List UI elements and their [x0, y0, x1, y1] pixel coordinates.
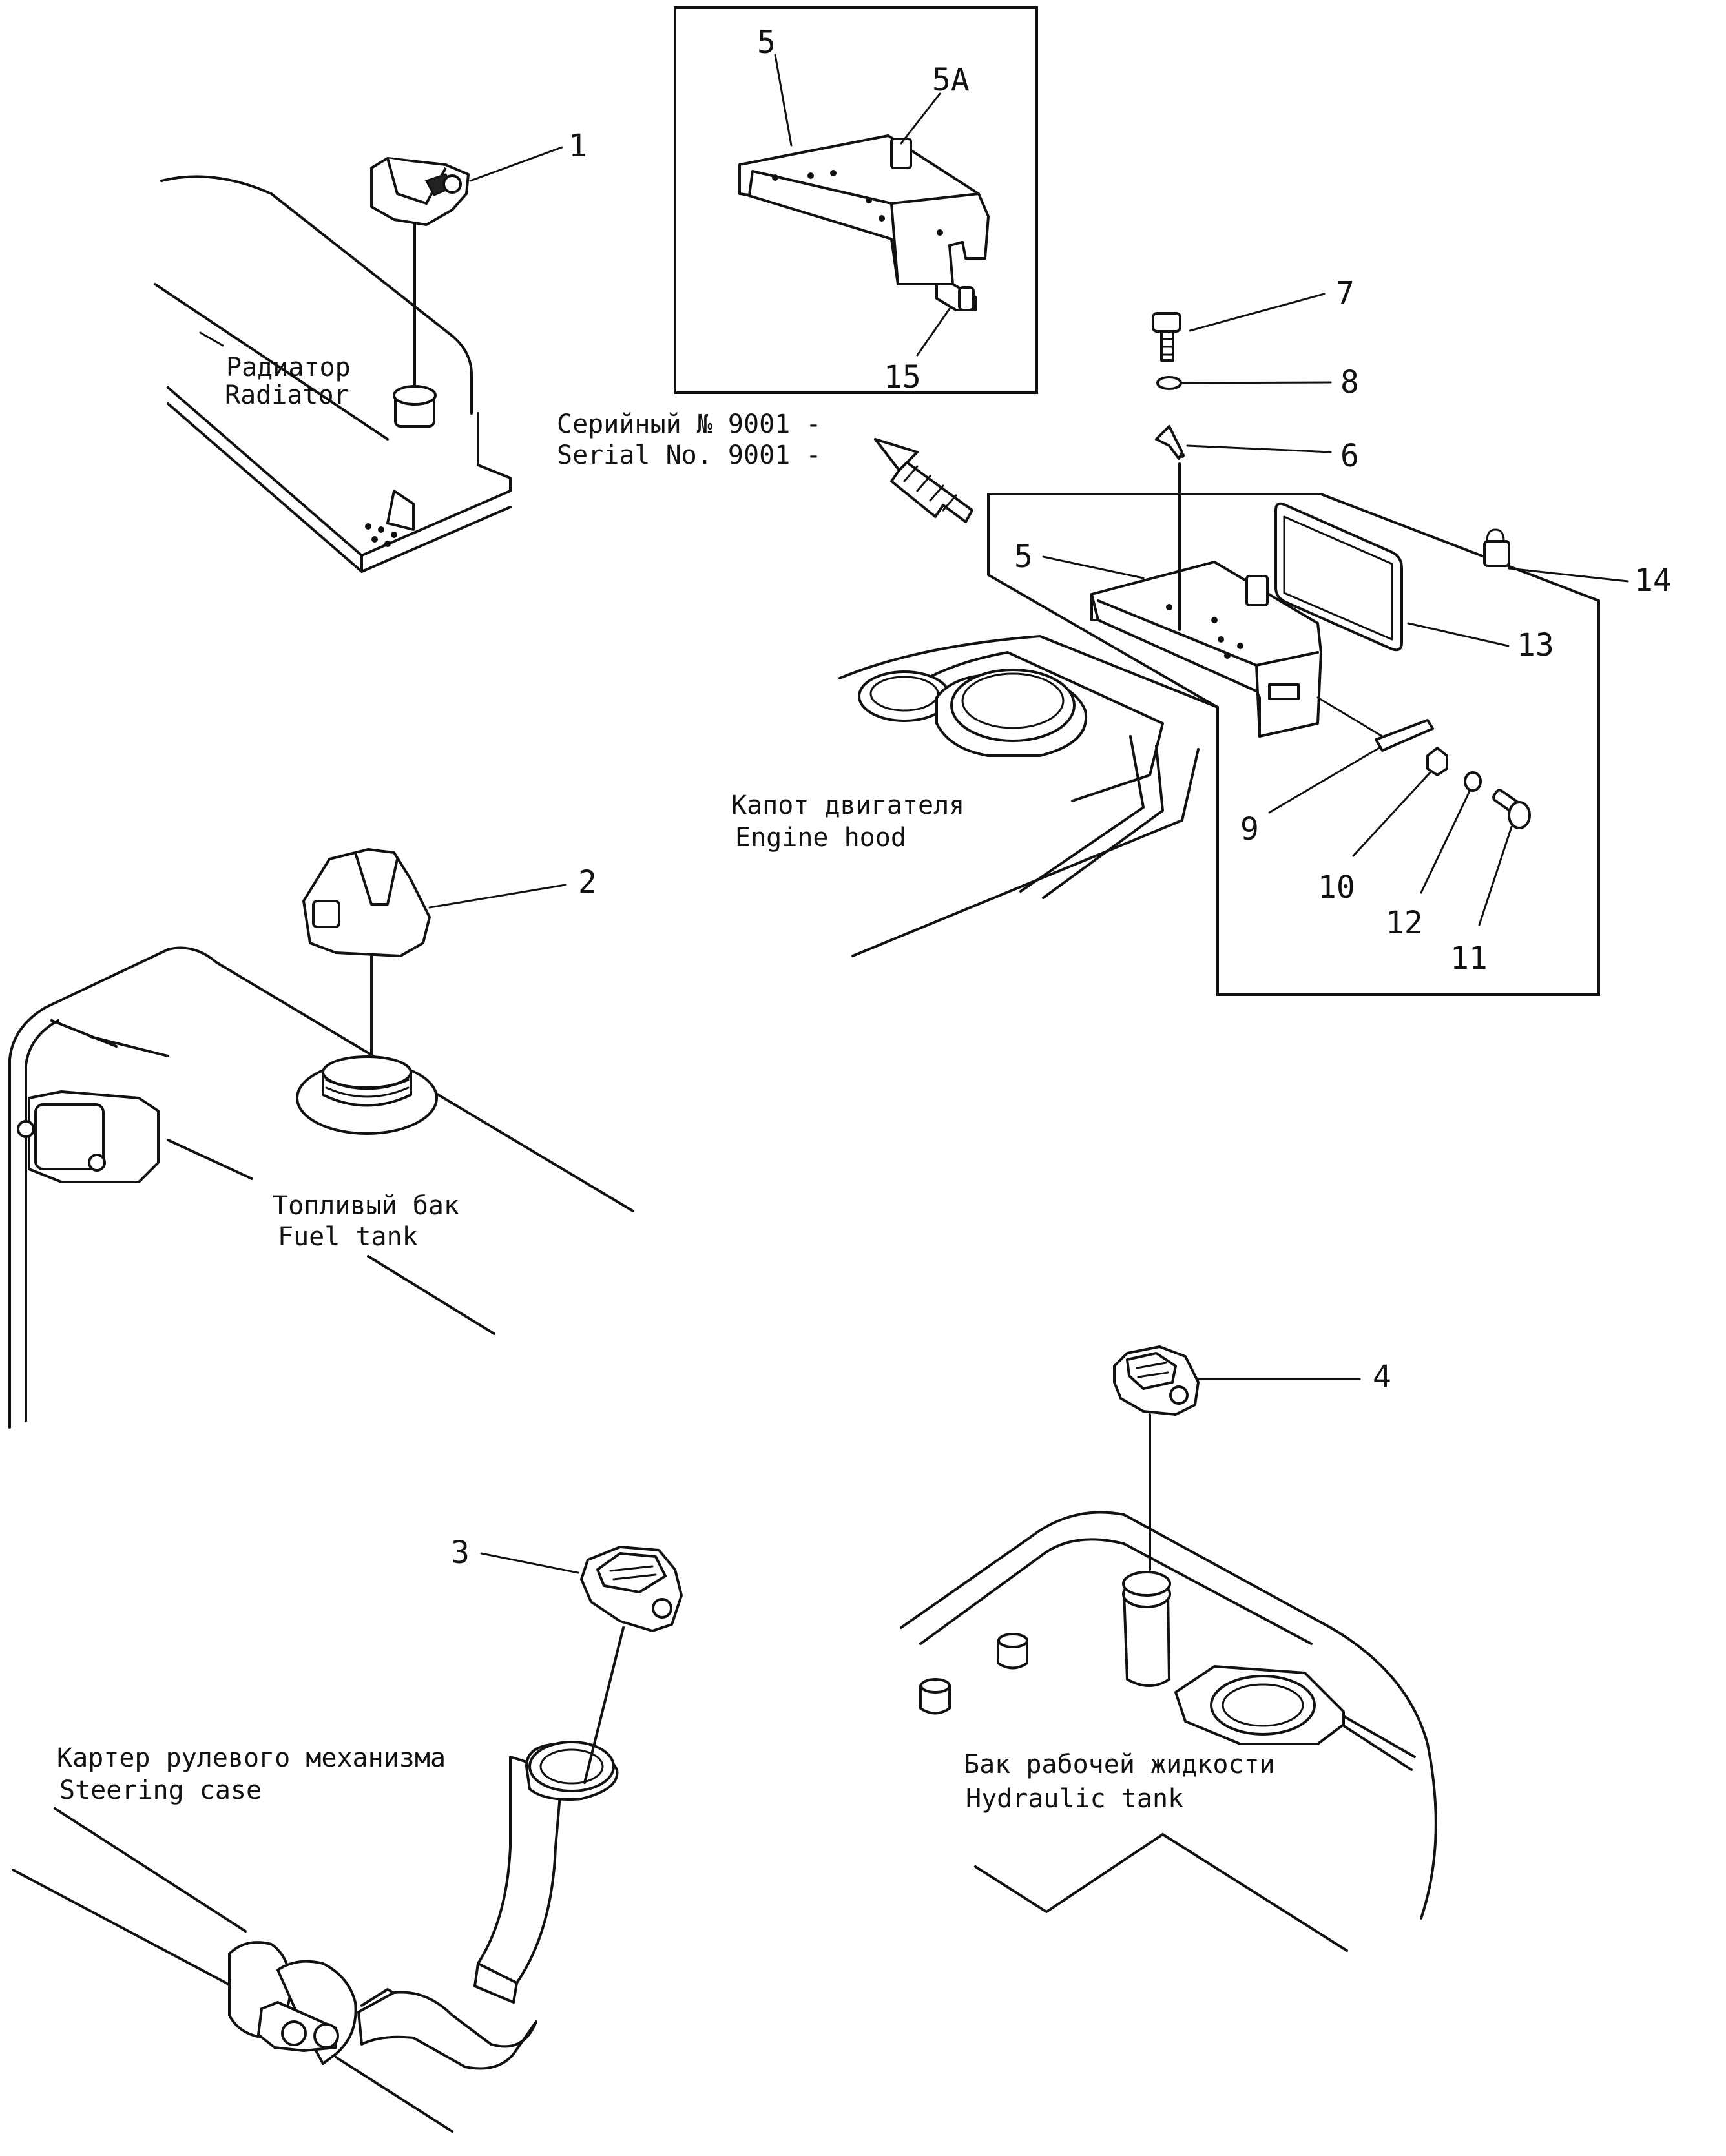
serial-inset-frame: [674, 6, 1038, 394]
hydraulic-cap-part-4: [1113, 1345, 1200, 1416]
inset-bracket-part-5: [738, 134, 990, 285]
reference-arrow-icon: [874, 438, 973, 523]
clip-part-6: [1155, 425, 1185, 460]
fuel-tank-label-en: Fuel tank: [278, 1222, 418, 1252]
callout-1: 1: [568, 128, 587, 164]
window-frame-part-13: [1274, 502, 1403, 652]
callout-5a: 5A: [932, 62, 970, 98]
radiator-label-ru: Радиатор: [226, 353, 351, 382]
hood-bracket-part-5: [1090, 561, 1322, 738]
callout-6: 6: [1340, 438, 1359, 474]
engine-hood-label-en: Engine hood: [735, 823, 906, 853]
serial-label-en: Serial No. 9001 -: [557, 441, 821, 470]
bolt-part-11: [1492, 789, 1531, 829]
washer-part-12: [1464, 771, 1482, 792]
callout-5-inset: 5: [757, 25, 776, 61]
callout-1-line: [469, 146, 563, 182]
hood-detail-frame: [987, 493, 1600, 996]
fuel-cap-part-2: [302, 848, 431, 957]
radiator-illustration: [154, 175, 512, 573]
callout-13: 13: [1517, 627, 1554, 663]
steering-case-label-ru: Картер рулевого механизма: [57, 1743, 446, 1773]
hydraulic-tank-illustration: [900, 1511, 1437, 1952]
hydraulic-tank-label-en: Hydraulic tank: [966, 1784, 1183, 1814]
callout-4: 4: [1373, 1359, 1391, 1395]
callout-2: 2: [578, 864, 597, 900]
callout-14: 14: [1634, 563, 1672, 599]
callout-5-main: 5: [1014, 539, 1033, 575]
nut-part-10: [1426, 747, 1448, 776]
callout-15: 15: [884, 359, 921, 395]
callout-7: 7: [1336, 275, 1355, 311]
callout-10: 10: [1318, 869, 1355, 906]
steering-cap-part-3: [580, 1546, 683, 1632]
radiator-cap-part-1: [370, 157, 470, 226]
pin-part-9: [1375, 719, 1434, 752]
callout-3: 3: [451, 1535, 470, 1571]
padlock-part-14: [1483, 528, 1510, 567]
steering-case-label-en: Steering case: [59, 1776, 262, 1805]
engine-hood-label-ru: Капот двигателя: [731, 791, 964, 820]
bolt-part-7: [1152, 312, 1181, 362]
fuel-tank-label-ru: Топливый бак: [273, 1191, 459, 1221]
steering-case-illustration: [12, 1741, 619, 2133]
callout-11: 11: [1450, 940, 1488, 977]
callout-9: 9: [1240, 811, 1259, 847]
callout-8: 8: [1340, 364, 1359, 400]
serial-label-ru: Серийный № 9001 -: [557, 409, 821, 439]
callout-12: 12: [1386, 905, 1423, 941]
washer-part-8: [1156, 376, 1182, 390]
inset-bolt-part-15: [935, 283, 977, 311]
hydraulic-tank-label-ru: Бак рабочей жидкости: [964, 1750, 1275, 1779]
engine-hood-illustration: [838, 635, 1219, 957]
fuel-tank-illustration: [8, 946, 634, 1429]
radiator-label-en: Radiator: [225, 380, 349, 410]
